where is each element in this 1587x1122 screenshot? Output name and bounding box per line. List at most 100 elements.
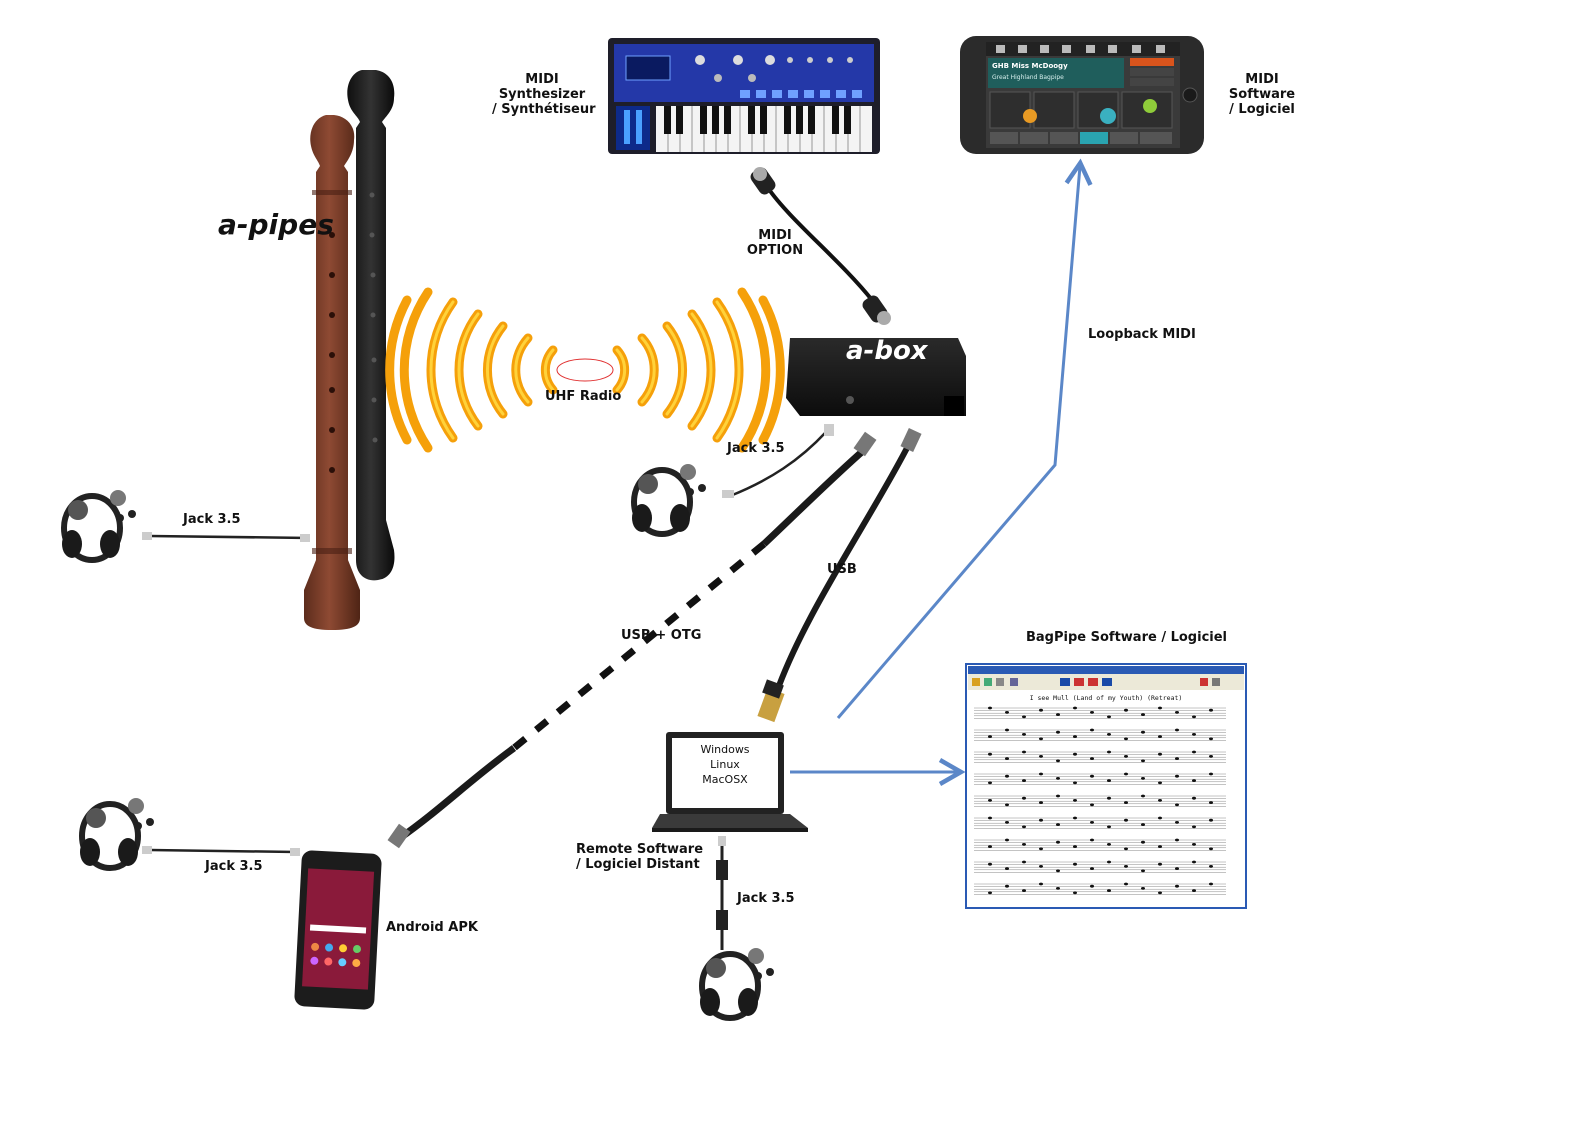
score-note <box>1124 772 1128 776</box>
uhf-radio-label: UHF Radio <box>545 389 622 404</box>
score-note <box>1090 838 1094 842</box>
score-note <box>988 816 992 820</box>
score-note <box>1209 865 1213 868</box>
black-chanter <box>347 70 395 581</box>
android-apk-label: Android APK <box>386 920 478 935</box>
score-note <box>1192 733 1196 736</box>
score-note <box>1158 816 1162 820</box>
score-note <box>1022 825 1026 829</box>
score-note <box>1090 757 1094 760</box>
score-note <box>1141 713 1145 716</box>
score-note <box>1209 818 1213 822</box>
score-note <box>1005 711 1009 714</box>
score-note <box>1073 735 1077 738</box>
phone-app-subtitle: Great Highland Bagpipe <box>992 74 1064 81</box>
score-note <box>1158 845 1162 848</box>
jack-cable-android <box>142 846 300 856</box>
wooden-chanter <box>304 115 360 630</box>
jack-label-box: Jack 3.5 <box>727 441 785 456</box>
score-note <box>1141 869 1145 873</box>
score-note <box>988 862 992 866</box>
score-staves <box>974 706 1226 895</box>
score-note <box>1141 887 1145 890</box>
score-note <box>1124 708 1128 712</box>
score-note <box>1175 757 1179 760</box>
score-note <box>1209 847 1213 851</box>
score-note <box>1192 843 1196 846</box>
score-title: I see Mull (Land of my Youth) (Retreat) <box>1030 694 1183 702</box>
score-note <box>1022 860 1026 864</box>
score-note <box>988 706 992 710</box>
score-note <box>1209 708 1213 712</box>
score-note <box>1107 750 1111 754</box>
usb-cable <box>757 427 922 723</box>
score-note <box>1039 818 1043 822</box>
jack-label-android: Jack 3.5 <box>205 859 263 874</box>
a-pipes-label: a-pipes <box>218 208 334 241</box>
score-note <box>1022 750 1026 754</box>
uhf-radio-waves <box>385 287 785 453</box>
score-note <box>1005 884 1009 888</box>
score-note <box>1073 752 1077 756</box>
score-note <box>1107 825 1111 829</box>
remote-software-label: Remote Software / Logiciel Distant <box>576 842 704 872</box>
score-note <box>1107 715 1111 719</box>
score-note <box>1209 801 1213 804</box>
score-note <box>1192 750 1196 754</box>
score-note <box>1005 757 1009 760</box>
score-note <box>1039 847 1043 851</box>
score-note <box>1073 845 1077 848</box>
score-note <box>988 799 992 802</box>
midi-cable <box>750 167 891 325</box>
usb-otg-label: USB + OTG <box>621 628 702 643</box>
score-note <box>1039 755 1043 758</box>
score-note <box>1022 779 1026 782</box>
score-note <box>1124 882 1128 886</box>
score-note <box>1056 777 1060 780</box>
score-note <box>1107 779 1111 782</box>
score-note <box>1124 801 1128 804</box>
score-note <box>1158 752 1162 756</box>
jack-label-laptop: Jack 3.5 <box>737 891 795 906</box>
android-phone <box>294 850 382 1010</box>
laptop <box>652 732 808 832</box>
score-note <box>1073 816 1077 820</box>
score-note <box>1141 794 1145 798</box>
score-note <box>1175 838 1179 842</box>
score-note <box>1107 733 1111 736</box>
score-note <box>1090 867 1094 870</box>
jack-cable-box <box>722 424 834 498</box>
score-note <box>1175 803 1179 807</box>
score-note <box>1192 779 1196 782</box>
score-note <box>1056 730 1060 734</box>
score-note <box>1175 774 1179 778</box>
usb-otg-cable <box>387 431 877 849</box>
score-note <box>1039 801 1043 804</box>
headphones-left <box>61 490 136 563</box>
score-note <box>1005 838 1009 842</box>
score-note <box>1005 774 1009 778</box>
score-note <box>1073 891 1077 895</box>
score-note <box>1022 715 1026 719</box>
score-note <box>1192 860 1196 864</box>
phone-app-title: GHB Miss McDoogy <box>992 62 1068 70</box>
score-note <box>1158 781 1162 785</box>
headphones-android <box>79 798 154 871</box>
a-box-label: a-box <box>846 336 928 366</box>
score-note <box>1175 728 1179 732</box>
score-note <box>1175 821 1179 824</box>
score-note <box>1158 706 1162 710</box>
score-note <box>1141 759 1145 763</box>
score-note <box>1073 706 1077 710</box>
score-note <box>1090 774 1094 778</box>
bagpipe-software-window <box>965 663 1247 909</box>
headphones-laptop <box>699 948 774 1021</box>
score-note <box>1073 799 1077 802</box>
score-note <box>1022 889 1026 892</box>
midi-software-phone <box>960 36 1204 154</box>
midi-software-label: MIDI Software / Logiciel <box>1228 72 1296 117</box>
score-note <box>1056 887 1060 890</box>
score-note <box>1124 818 1128 822</box>
score-note <box>1056 713 1060 716</box>
jack-label-pipes: Jack 3.5 <box>183 512 241 527</box>
